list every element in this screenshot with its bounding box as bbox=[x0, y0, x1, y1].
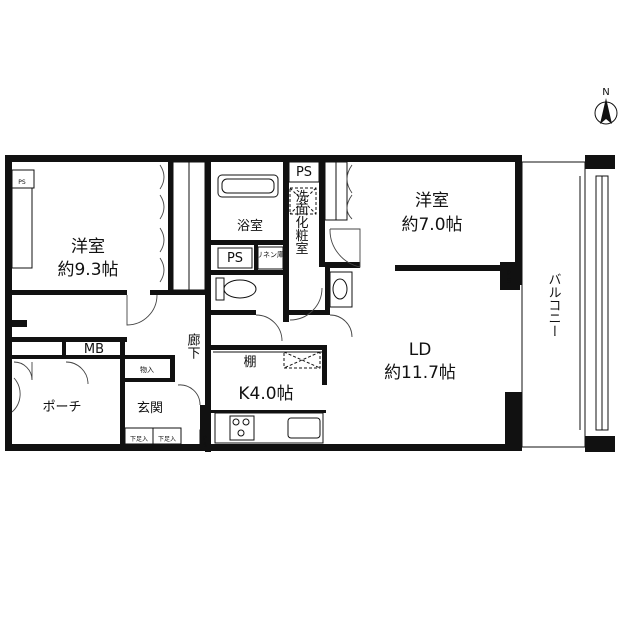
ps-top-label: PS bbox=[296, 165, 312, 180]
shoe-box-label-2: 下足入 bbox=[158, 436, 176, 443]
shelf-label: 棚 bbox=[243, 355, 256, 370]
ps-right-label-1: P bbox=[507, 269, 511, 277]
ps-small-left: PS bbox=[11, 169, 35, 269]
room-western-right-name: 洋室 bbox=[415, 191, 449, 211]
linen-label: リネン庫 bbox=[256, 250, 284, 259]
ps-left-label: PS bbox=[18, 179, 26, 186]
toilet bbox=[215, 277, 257, 301]
room-western-right-size: 約7.0帖 bbox=[401, 215, 462, 235]
kitchen-counter bbox=[214, 412, 324, 444]
balcony-label: バルコニー bbox=[546, 273, 562, 338]
room-western-left-size: 約9.3帖 bbox=[57, 260, 118, 280]
ps-right-label-2: S bbox=[507, 277, 512, 285]
interior-walls bbox=[12, 162, 520, 452]
room-washroom: 洗面化粧室 bbox=[293, 190, 309, 255]
storage-label: 物入 bbox=[140, 365, 154, 374]
north-label: N bbox=[602, 87, 609, 98]
shoe-boxes bbox=[124, 427, 210, 447]
bathtub bbox=[217, 174, 279, 198]
mb-label: MB bbox=[84, 342, 104, 357]
north-arrow-icon: N bbox=[594, 87, 618, 125]
kitchen-shelf bbox=[213, 351, 322, 369]
balcony: バルコニー bbox=[521, 161, 609, 448]
wash-basin bbox=[329, 271, 353, 308]
room-ld-size: 約11.7帖 bbox=[384, 363, 456, 383]
ps-entrance-label-1: P bbox=[203, 435, 207, 442]
door-swings bbox=[11, 228, 361, 413]
washer-space bbox=[289, 187, 317, 215]
ps-entrance-label-2: S bbox=[203, 442, 207, 449]
ps-middle-label: PS bbox=[227, 251, 243, 266]
closet-left bbox=[159, 161, 206, 291]
room-ld-name: LD bbox=[409, 340, 432, 360]
ps-right: P S bbox=[501, 265, 517, 289]
linen-storage: リネン庫 bbox=[256, 246, 284, 270]
room-bath: 浴室 bbox=[237, 218, 263, 234]
room-porch: ポーチ bbox=[42, 400, 81, 415]
room-western-left-name: 洋室 bbox=[71, 237, 105, 257]
closet-right bbox=[324, 161, 353, 221]
room-kitchen: K4.0帖 bbox=[238, 384, 293, 404]
outer-walls bbox=[5, 155, 615, 452]
shoe-box-label-1: 下足入 bbox=[130, 436, 148, 443]
room-entrance: 玄関 bbox=[137, 401, 163, 416]
ps-middle: PS bbox=[217, 247, 253, 269]
ps-top: PS bbox=[288, 161, 320, 183]
room-corridor: 廊下 bbox=[185, 332, 201, 359]
